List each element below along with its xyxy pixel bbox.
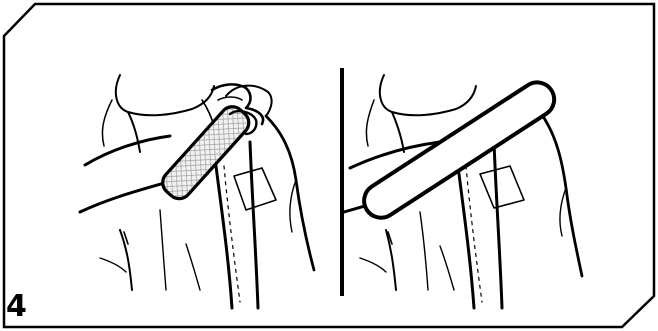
right-panel [344,75,582,308]
shoulder-pad [358,76,561,224]
chin-outline [380,75,476,115]
shoulder-pad [158,102,254,204]
chin-outline [116,75,214,115]
seat-belt-strap [456,150,474,308]
step-number: 4 [6,292,27,322]
shoulder-line [85,136,170,165]
seat-belt-strap [214,150,232,308]
left-panel [80,75,314,308]
pocket-outline [234,168,276,210]
frame-border [4,4,654,327]
pocket-outline [480,166,524,208]
